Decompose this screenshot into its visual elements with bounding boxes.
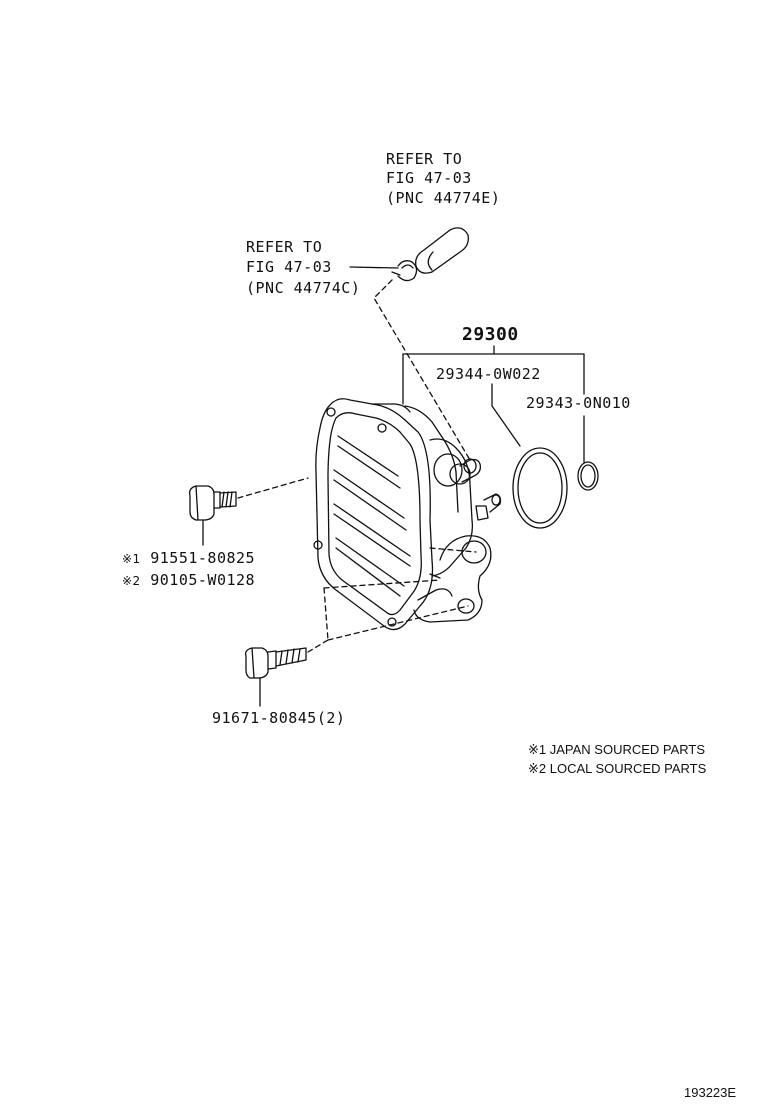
ref-upper-line1: REFER TO xyxy=(386,150,463,168)
bolt-upper-row2: ※2 90105-W0128 xyxy=(122,573,255,588)
leader-clip-ref xyxy=(349,266,399,269)
bolt-upper-mark2: ※2 xyxy=(122,574,141,588)
part-number-oring-small[interactable]: 29343-0N010 xyxy=(526,394,631,412)
ref-lower-line3: (PNC 44774C) xyxy=(246,279,361,297)
bolt-upper-row1: ※1 91551-80825 xyxy=(122,551,255,566)
ref-upper-line3: (PNC 44774E) xyxy=(386,189,501,207)
dashed-upper-bolt xyxy=(237,477,309,499)
part-number-bolt-lower[interactable]: 91671-80845(2) xyxy=(212,709,346,727)
bolt-upper-mark1: ※1 xyxy=(122,552,141,566)
part-number-bolt-upper-1[interactable]: 91551-80825 xyxy=(150,549,256,567)
part-number-gasket-large[interactable]: 29344-0W022 xyxy=(436,365,541,383)
ref-lower-line2: FIG 47-03 xyxy=(246,258,332,276)
vacuum-hose-illustration xyxy=(415,227,469,274)
dashed-lower-bolt xyxy=(307,639,329,653)
bolt-upper-illustration xyxy=(188,485,237,521)
vacuum-pump-illustration xyxy=(313,398,502,631)
ref-upper-line2: FIG 47-03 xyxy=(386,169,472,187)
gasket-large-illustration xyxy=(512,447,568,529)
part-number-bolt-upper-2[interactable]: 90105-W0128 xyxy=(150,571,256,589)
leader-gasket-large xyxy=(491,383,521,447)
note-local-sourced: ※2 LOCAL SOURCED PARTS xyxy=(528,761,707,776)
oring-small-illustration xyxy=(577,461,599,491)
part-number-assembly[interactable]: 29300 xyxy=(462,324,519,345)
hose-clip-illustration xyxy=(391,260,418,282)
dashed-connection-clip xyxy=(373,279,471,461)
bolt-lower-illustration xyxy=(244,647,307,679)
note-japan-sourced: ※1 JAPAN SOURCED PARTS xyxy=(528,742,706,757)
ref-lower-line1: REFER TO xyxy=(246,238,323,256)
figure-id: 193223E xyxy=(684,1085,737,1100)
